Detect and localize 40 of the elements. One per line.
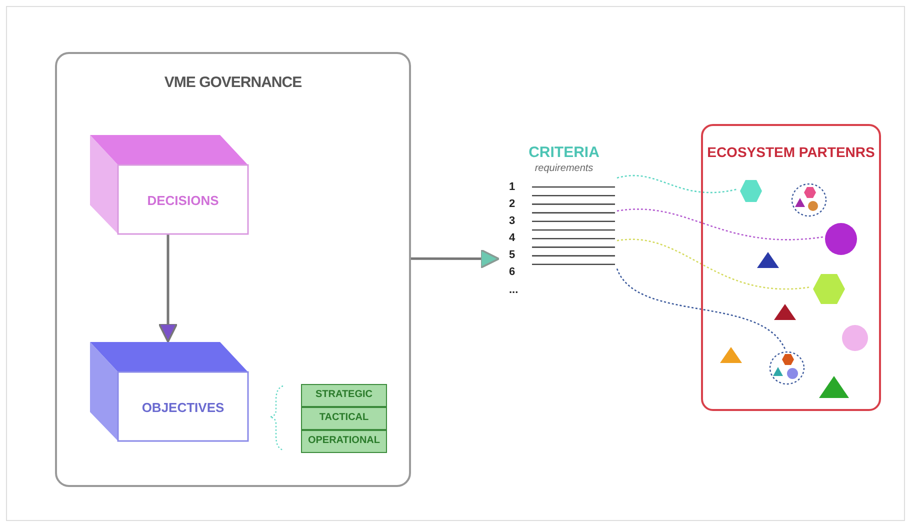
cluster-circle xyxy=(769,351,805,385)
level-cell: TACTICAL xyxy=(301,407,387,430)
dashed-connector xyxy=(616,175,738,194)
circle-marker xyxy=(842,325,868,351)
list-number: 5 xyxy=(509,249,516,261)
dashed-connector xyxy=(616,238,812,290)
circle-marker xyxy=(787,368,798,379)
box-label: DECISIONS xyxy=(146,193,220,208)
group-panel xyxy=(701,124,881,411)
level-cell: OPERATIONAL xyxy=(301,430,387,453)
level-cell: STRATEGIC xyxy=(301,384,387,407)
box-label: OBJECTIVES xyxy=(140,400,226,415)
triangle-marker xyxy=(795,198,805,207)
circle-marker xyxy=(808,201,818,211)
triangle-marker xyxy=(819,376,849,398)
group-title: VME GOVERNANCE xyxy=(163,74,303,91)
triangle-marker xyxy=(773,367,783,376)
group-panel xyxy=(55,52,411,487)
hexagon-marker xyxy=(804,187,816,198)
list-number: 1 xyxy=(509,181,516,193)
triangle-marker xyxy=(774,304,796,320)
list-number: 3 xyxy=(509,215,516,227)
list-title: CRITERIA xyxy=(528,144,600,161)
hexagon-marker xyxy=(813,274,845,304)
dashed-connector xyxy=(616,208,824,240)
list-number: ... xyxy=(509,284,518,296)
triangle-marker xyxy=(720,347,742,363)
dashed-connector xyxy=(616,268,786,350)
list-subtitle: requirements xyxy=(534,163,594,174)
group-title: ECOSYSTEM PARTENRS xyxy=(706,144,876,160)
circle-marker xyxy=(825,223,857,255)
list-number: 4 xyxy=(509,232,516,244)
list-number: 2 xyxy=(509,198,516,210)
arrow xyxy=(158,233,178,343)
arrow xyxy=(411,248,500,269)
cluster-circle xyxy=(791,183,827,217)
triangle-marker xyxy=(757,252,779,268)
hexagon-marker xyxy=(740,180,762,202)
hexagon-marker xyxy=(782,354,794,365)
list-number: 6 xyxy=(509,266,516,278)
